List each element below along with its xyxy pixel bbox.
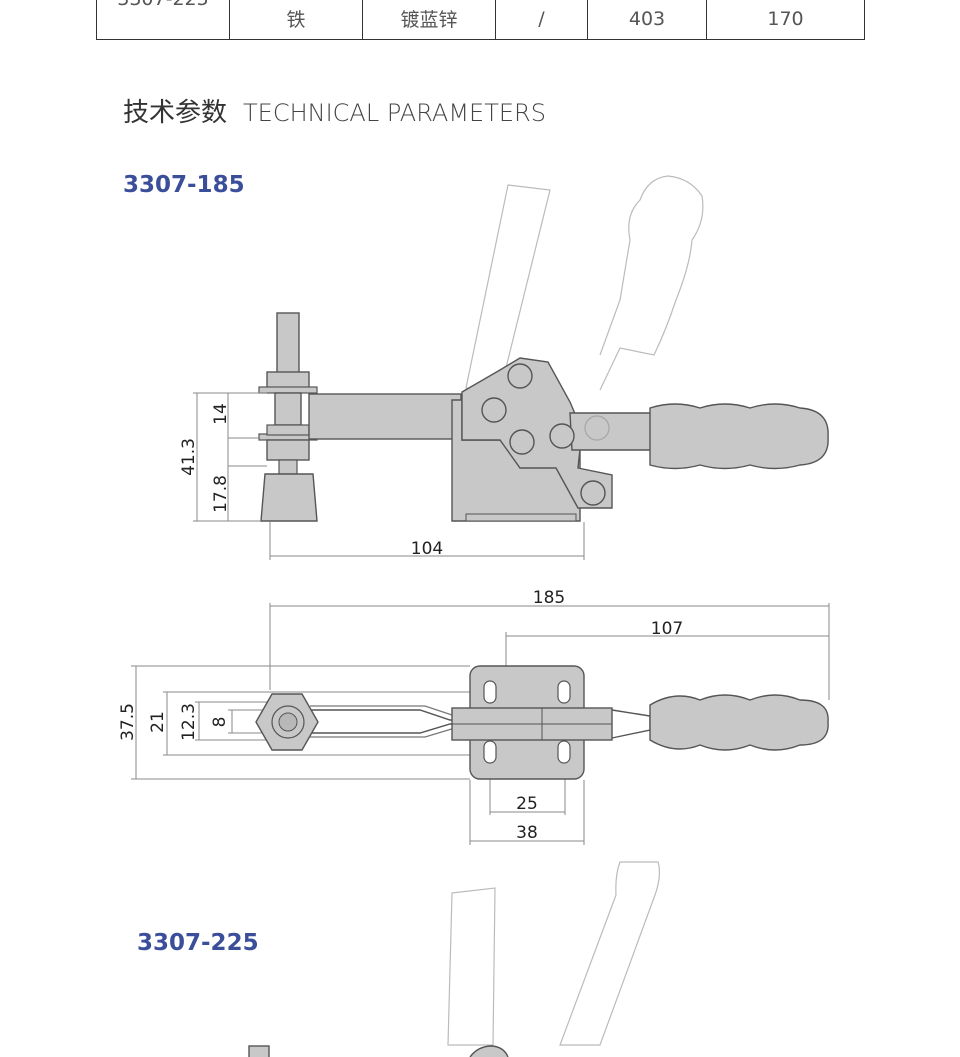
dim-21: 21	[148, 711, 168, 733]
spindle-end	[278, 712, 298, 732]
top-handle-grip	[649, 694, 829, 751]
upper-washer	[258, 386, 318, 394]
spindle-mid	[274, 392, 302, 426]
ghost-handle-outline	[465, 175, 704, 393]
dim-185: 185	[533, 588, 565, 608]
finish-cell: 镀蓝锌	[362, 0, 496, 40]
dim-17-8: 17.8	[211, 475, 231, 513]
pivot-pins	[481, 363, 610, 506]
u-bar	[300, 709, 470, 734]
dim-107: 107	[651, 619, 683, 639]
model-title-2: 3307-225	[137, 930, 259, 956]
handle-bar	[569, 412, 656, 451]
handle-grip	[649, 403, 829, 470]
side-view-drawing: 14 41.3 17.8 104	[179, 175, 829, 560]
model-cell: 3307-225	[96, 0, 230, 40]
rubber-pad	[260, 473, 318, 522]
lower-nut-top	[266, 424, 310, 436]
lower-nut	[266, 439, 310, 461]
material-cell: 铁	[229, 0, 363, 40]
section-title: 技术参数 TECHNICAL PARAMETERS	[123, 92, 546, 129]
model-title-1: 3307-185	[123, 172, 245, 198]
dim-12-3: 12.3	[179, 703, 199, 741]
dim-38: 38	[516, 823, 538, 843]
side-dimension-lines	[193, 392, 585, 560]
linkage	[461, 357, 613, 509]
dim-25: 25	[516, 794, 538, 814]
dim-104: 104	[411, 539, 443, 559]
dim-41-3: 41.3	[179, 438, 199, 476]
value2-cell: 170	[706, 0, 865, 40]
table-row: 3307-225 铁 镀蓝锌 / 403 170	[96, 0, 865, 40]
section-title-en: TECHNICAL PARAMETERS	[243, 99, 546, 127]
spindle-bottom	[278, 459, 298, 475]
mounting-holes	[483, 680, 571, 764]
spindle-top	[276, 312, 300, 376]
dim-14: 14	[211, 403, 231, 425]
second-model-drawing	[248, 861, 661, 1057]
top-dimension-lines	[131, 603, 830, 845]
base-plate	[465, 513, 577, 522]
spec-table: 3307-225 铁 镀蓝锌 / 403 170	[96, 0, 865, 40]
dim-8: 8	[210, 717, 230, 728]
top-view-drawing: 185 107 37.5 21 12.3 8 25 38	[118, 588, 830, 845]
clamp-arm	[308, 393, 462, 440]
section-title-cn: 技术参数	[123, 98, 228, 128]
value1-cell: 403	[587, 0, 707, 40]
dim-37-5: 37.5	[118, 703, 138, 741]
blank-cell: /	[495, 0, 588, 40]
